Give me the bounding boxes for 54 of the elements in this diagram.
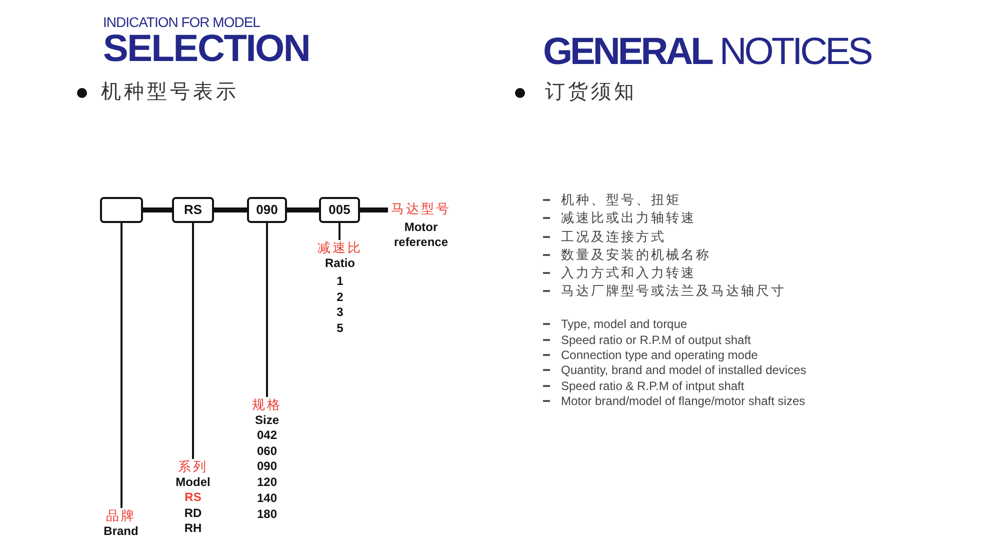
option-code: RS (184, 490, 202, 506)
code-box (172, 197, 214, 223)
field-heading: 规格 (252, 397, 282, 413)
option-code: 5 (336, 321, 344, 337)
field-heading: 马达型号 (391, 201, 451, 217)
option-code: 3 (336, 305, 344, 322)
code-box (247, 197, 287, 223)
leader-line (266, 223, 268, 397)
leader-line (338, 223, 340, 240)
option-code: RH (184, 521, 202, 538)
notice-item: 减速比或出力轴转速 (561, 209, 696, 227)
option-code: 180 (256, 506, 278, 522)
notice-item: Motor brand/model of flange/motor shaft sizes (561, 394, 806, 408)
option-code: 042 (256, 428, 278, 444)
code-label: RS (184, 203, 202, 217)
section-subheading: 机种型号表示 (101, 80, 239, 104)
field-heading: 品牌 (106, 508, 136, 524)
field-heading: 减速比 (318, 240, 362, 256)
leader-line (192, 223, 194, 459)
option-code: 060 (256, 444, 278, 460)
field-label: Brand (104, 524, 138, 539)
option-code: 140 (256, 490, 278, 507)
notice-item: 数量及安装的机械名称 (561, 246, 711, 264)
code-label: 090 (256, 203, 278, 217)
option-code: RD (184, 506, 202, 522)
notice-item: Speed ratio & R.P.M of intput shaft (561, 378, 744, 394)
field-label: Ratio (325, 256, 355, 271)
separator-bar (360, 208, 388, 212)
code-box (319, 197, 360, 223)
option-code: 2 (336, 290, 344, 306)
leader-line (120, 223, 122, 508)
field-label: Size (254, 413, 279, 428)
field-heading: 系列 (178, 459, 208, 475)
option-code: 1 (336, 274, 344, 290)
notice-item: 机种、型号、扭矩 (561, 191, 681, 209)
separator-bar (143, 208, 172, 212)
notice-item: Quantity, brand and model of installed devices (561, 362, 806, 378)
field-label: Motor reference (392, 220, 450, 250)
notice-item: 入力方式和入力转速 (561, 264, 696, 282)
separator-bar (214, 208, 247, 212)
section-subheading: 订货须知 (545, 80, 637, 104)
option-code: 120 (256, 475, 278, 491)
option-code: 090 (256, 459, 278, 476)
separator-bar (287, 208, 319, 212)
code-label: 005 (328, 203, 350, 217)
notice-item: 马达厂牌型号或法兰及马达轴尺寸 (561, 282, 786, 300)
notice-item: Speed ratio or R.P.M of output shaft (561, 332, 751, 348)
section-heading: GENERAL NOTICES (543, 32, 871, 72)
code-box (100, 197, 143, 223)
section-heading: INDICATION FOR MODEL SELECTION (103, 14, 310, 67)
notice-item: 工况及连接方式 (561, 228, 666, 246)
field-label: Model (176, 475, 210, 490)
notice-item: Connection type and operating mode (561, 348, 758, 362)
notice-item: Type, model and torque (561, 316, 688, 332)
